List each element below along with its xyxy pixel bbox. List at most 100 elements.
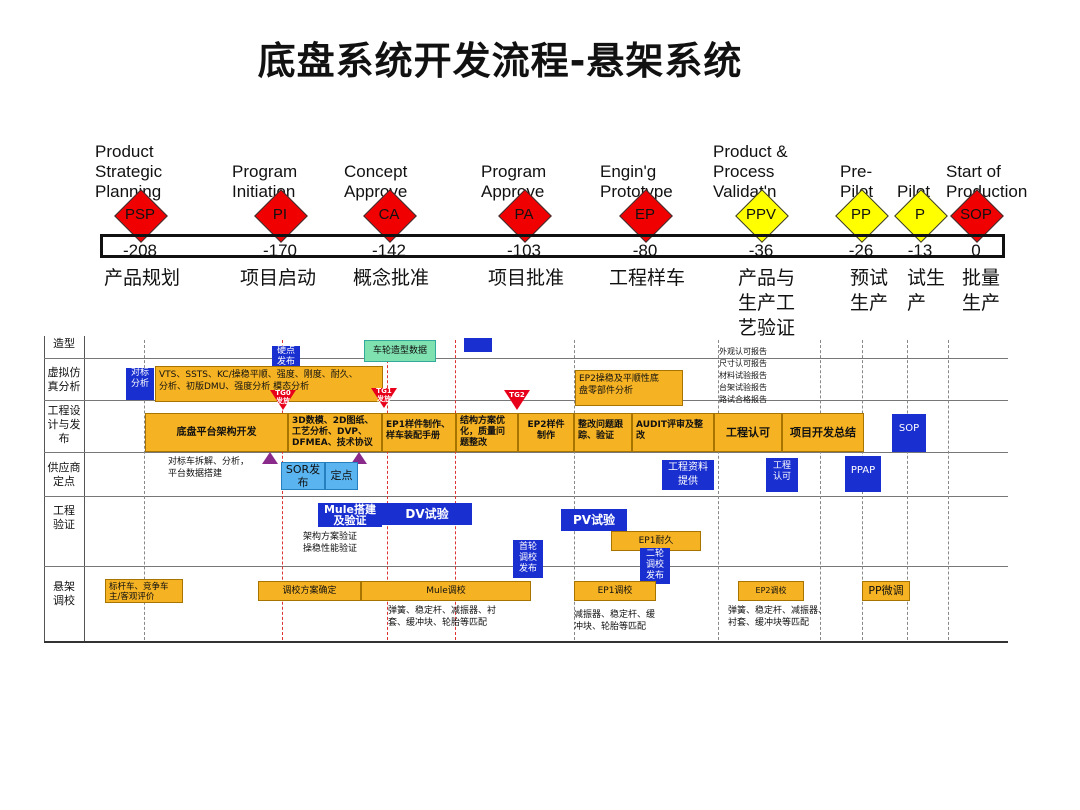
ep1-tune-note: 减振器、稳定杆、缓 冲块、轮胎等匹配 (574, 610, 656, 632)
tg2-marker (504, 390, 530, 410)
day-ppv: -36 (748, 241, 774, 260)
tune-plan-box: 调校方案确定 (258, 581, 361, 601)
pv-test-box: PV试验 (561, 509, 627, 531)
pp-tune-box: PP微调 (862, 581, 910, 601)
eng-docs-flag: 工程资料 提供 (662, 460, 714, 490)
milestone-code-ep: EP (634, 206, 655, 223)
day-pp: -26 (848, 241, 874, 260)
row-divider (44, 452, 1008, 453)
timeline-bar (100, 234, 1005, 258)
milestone-code-ca: CA (378, 206, 400, 223)
ep2-tune-box: EP2调校 (738, 581, 804, 601)
row-label-design: 工程设 计与发 布 (47, 404, 81, 445)
tg2-label: TG2 (509, 391, 525, 399)
tg0-marker (270, 390, 296, 410)
audit-box: AUDIT评审及整 改 (632, 413, 714, 452)
eng-approval-box: 工程认可 (714, 413, 782, 452)
cn-label-ppv: 产品与 生产工 艺验证 (738, 267, 796, 339)
ep1-parts-box: EP1样件制作、 样车装配手册 (382, 413, 456, 452)
day-psp: -208 (122, 241, 158, 260)
project-summary-box: 项目开发总结 (782, 413, 864, 452)
cn-label-pi: 项目启动 (240, 267, 317, 289)
platform-dev-box: 底盘平台架构开发 (145, 413, 288, 452)
tg1-marker (371, 388, 397, 408)
structure-opt-box: 结构方案优 化，质量问 题整改 (456, 413, 518, 452)
eng-cert-flag: 工程 认可 (766, 458, 798, 492)
cn-label-pa: 项目批准 (488, 267, 565, 289)
milestone-line (948, 340, 949, 640)
milestone-line (718, 340, 719, 640)
milestone-line (387, 340, 388, 640)
supplier-marker (351, 452, 367, 464)
benchmark-eval-box: 标杆车、竞争车 主/客观评价 (105, 579, 183, 603)
cn-label-ca: 概念批准 (353, 267, 430, 289)
cn-label-ep: 工程样车 (609, 267, 686, 289)
tg0-label: TG0 发放 (275, 389, 291, 405)
row-divider (44, 358, 1008, 359)
mule-tune-box: Mule调校 (361, 581, 531, 601)
milestone-label-ep: Engin'g Prototype (600, 162, 673, 201)
3d-data-box: 3D数模、2D图纸、 工艺分析、DVP、 DFMEA、技术协议 (288, 413, 382, 452)
vts-analysis-box: VTS、SSTS、KC/操稳平顺、强度、刚度、耐久、 分析、初版DMU、强度分析… (155, 366, 383, 402)
row-label-divider (84, 336, 85, 642)
dv-test-box: DV试验 (382, 503, 472, 525)
mule-verify-note: 架构方案验证 操稳性能验证 (303, 532, 358, 554)
row-label-supplier: 供应商 定点 (47, 461, 81, 488)
milestone-line (282, 340, 283, 640)
milestone-label-psp: Product Strategic Planning (95, 142, 163, 201)
mule-tune-note: 弹簧、稳定杆、减振器、衬 套、缓冲块、轮胎等匹配 (388, 606, 497, 628)
row-label-verification: 工程 验证 (53, 504, 75, 531)
row-label-styling: 造型 (53, 337, 75, 350)
row-label-tuning: 悬架 调校 (53, 580, 75, 607)
milestone-code-sop: SOP (960, 206, 992, 223)
milestone-label-sop: Start of Production (946, 162, 1028, 201)
milestone-line (574, 340, 575, 640)
milestone-line (820, 340, 821, 640)
cn-label-psp: 产品规划 (104, 267, 181, 289)
reports-list: 外观认可报告 尺寸认可报告 材料试验报告 台架试验报告 路试合格报告 (719, 347, 767, 404)
page-title: 底盘系统开发流程-悬架系统 (257, 39, 743, 83)
row-label-simulation: 虚拟仿 真分析 (47, 366, 81, 393)
sop-flag: SOP (892, 414, 926, 452)
benchmark-flag: 对标 分析 (126, 368, 154, 400)
ep2-parts-box: EP2样件 制作 (518, 413, 574, 452)
milestone-code-pi: PI (272, 206, 288, 223)
ppap-flag: PPAP (845, 456, 881, 492)
sor-release-box: SOR发 布 (281, 462, 325, 490)
nomination-box: 定点 (325, 462, 358, 490)
milestone-label-pa: Program Approve (481, 162, 547, 201)
cn-label-sop: 批量 生产 (962, 267, 1001, 314)
day-p: -13 (907, 241, 933, 260)
sp-flag (464, 338, 492, 352)
milestone-code-p: P (914, 206, 925, 223)
day-sop: 0 (971, 241, 981, 260)
day-ep: -80 (632, 241, 658, 260)
ep2-tune-note: 弹簧、稳定杆、减振器、 衬套、缓冲块等匹配 (728, 606, 828, 628)
milestone-line (144, 340, 145, 640)
day-pi: -170 (262, 241, 298, 260)
diagram-bottom-border (44, 641, 1008, 643)
wheel-styling-box: 车轮造型数据 (364, 340, 436, 362)
day-ca: -142 (371, 241, 407, 260)
milestone-code-pa: PA (514, 206, 534, 223)
day-pa: -103 (506, 241, 542, 260)
mule-build-box: Mule搭建 及验证 (318, 503, 382, 527)
supplier-marker (262, 452, 278, 464)
cn-label-pp: 预试 生产 (850, 267, 889, 314)
milestone-line (907, 340, 908, 640)
ep1-tune-box: EP1调校 (574, 581, 656, 601)
first-tune-flag: 首轮 调校 发布 (513, 540, 543, 578)
issue-tracking-box: 整改问题跟 踪、验证 (574, 413, 632, 452)
ep2-analysis-box: EP2操稳及平顺性底 盘零部件分析 (575, 370, 683, 406)
milestone-code-psp: PSP (124, 206, 155, 223)
tg1-label: TG1 发放 (376, 387, 392, 403)
milestone-label-ppv: Product & Process Validat'n (713, 142, 788, 201)
second-tune-flag: 二轮 调校 发布 (640, 548, 670, 584)
teardown-note: 对标车拆解、分析， 平台数据搭建 (168, 457, 250, 479)
milestone-code-pp: PP (850, 206, 871, 223)
diagram-left-border (44, 336, 45, 642)
row-divider (44, 496, 1008, 497)
milestone-line (455, 340, 456, 640)
cn-label-p: 试生 产 (907, 267, 946, 314)
milestone-code-ppv: PPV (745, 206, 776, 223)
